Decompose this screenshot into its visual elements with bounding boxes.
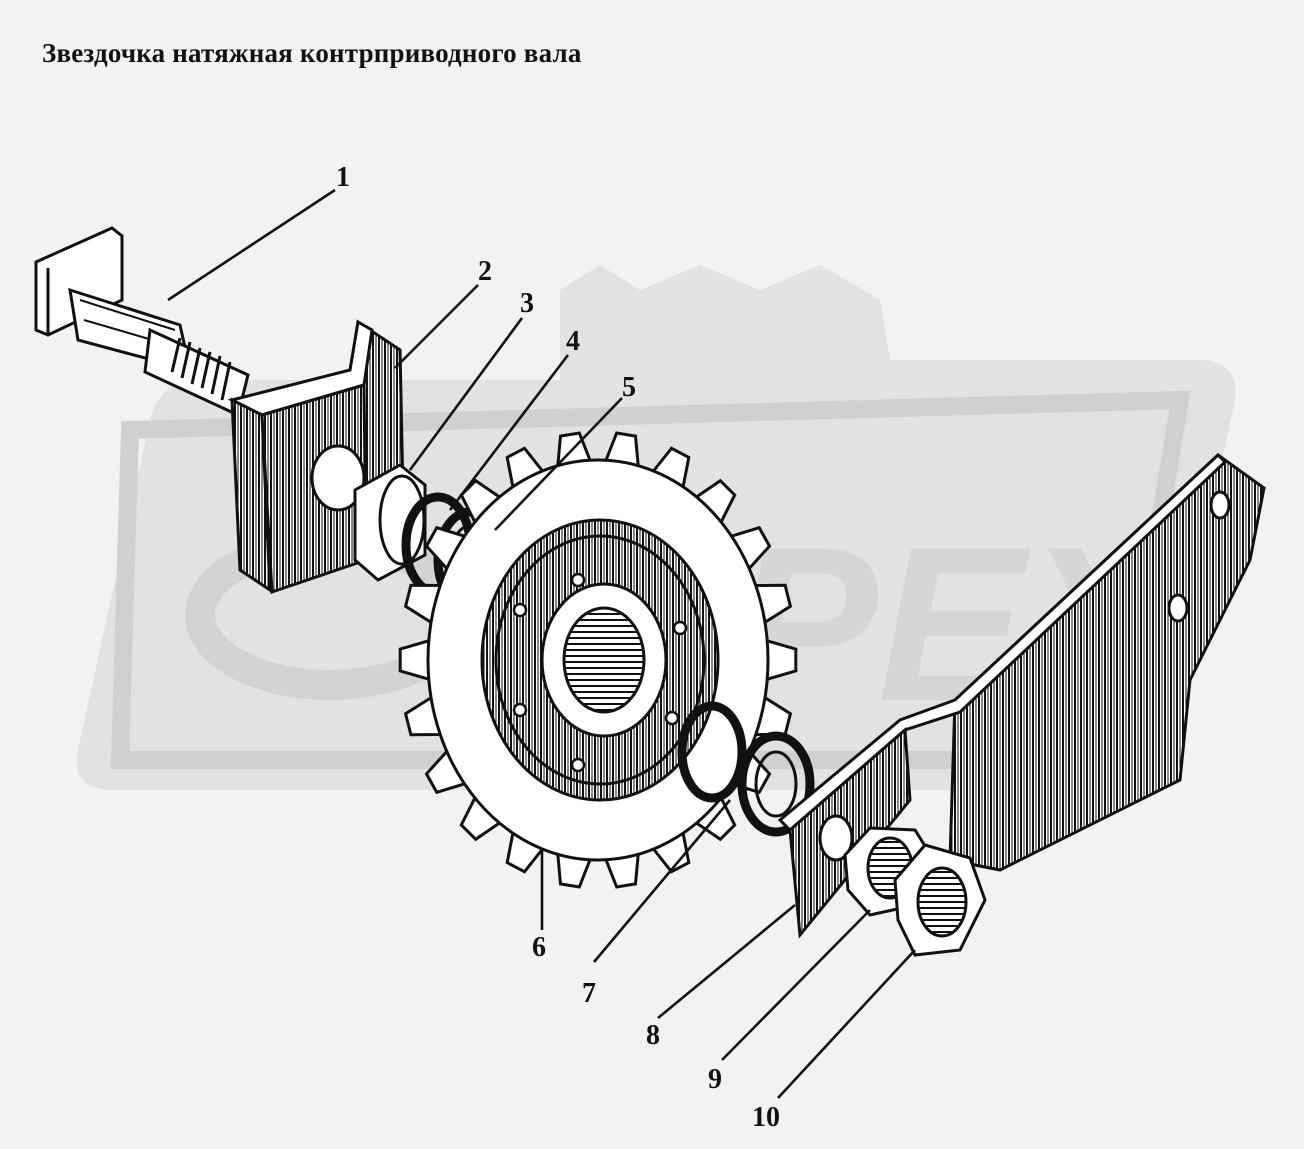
sprocket-tooth [398, 638, 431, 682]
callout-labels: 1 2 3 4 5 6 7 8 9 10 [336, 162, 780, 1133]
callout-5: 5 [622, 372, 636, 403]
leader-lines [167, 188, 916, 1099]
callout-8: 8 [646, 1020, 660, 1051]
callout-10: 10 [752, 1102, 780, 1133]
sprocket-tooth [765, 638, 798, 682]
leader-4 [448, 354, 570, 511]
page-title: Звездочка натяжная контрприводного вала [42, 38, 582, 68]
leader-7 [593, 799, 731, 963]
part-1-tension-bolt [34, 226, 250, 418]
leader-10 [777, 949, 916, 1099]
leader-1 [167, 188, 336, 302]
leader-5 [494, 397, 623, 531]
callout-6: 6 [532, 932, 546, 963]
leader-9 [721, 909, 871, 1061]
callout-7: 7 [582, 978, 596, 1009]
leader-3 [408, 317, 524, 471]
callout-2: 2 [478, 256, 492, 287]
callout-9: 9 [708, 1064, 722, 1095]
part-10-lock-nut [893, 843, 987, 957]
part-8-washer [737, 731, 815, 837]
part-7-spring-washer [677, 701, 747, 803]
callout-4: 4 [566, 326, 580, 357]
callout-1: 1 [336, 162, 350, 193]
leader-2 [394, 284, 479, 369]
callout-3: 3 [520, 288, 534, 319]
tension-plate [777, 452, 1266, 939]
leader-8 [657, 903, 796, 1020]
